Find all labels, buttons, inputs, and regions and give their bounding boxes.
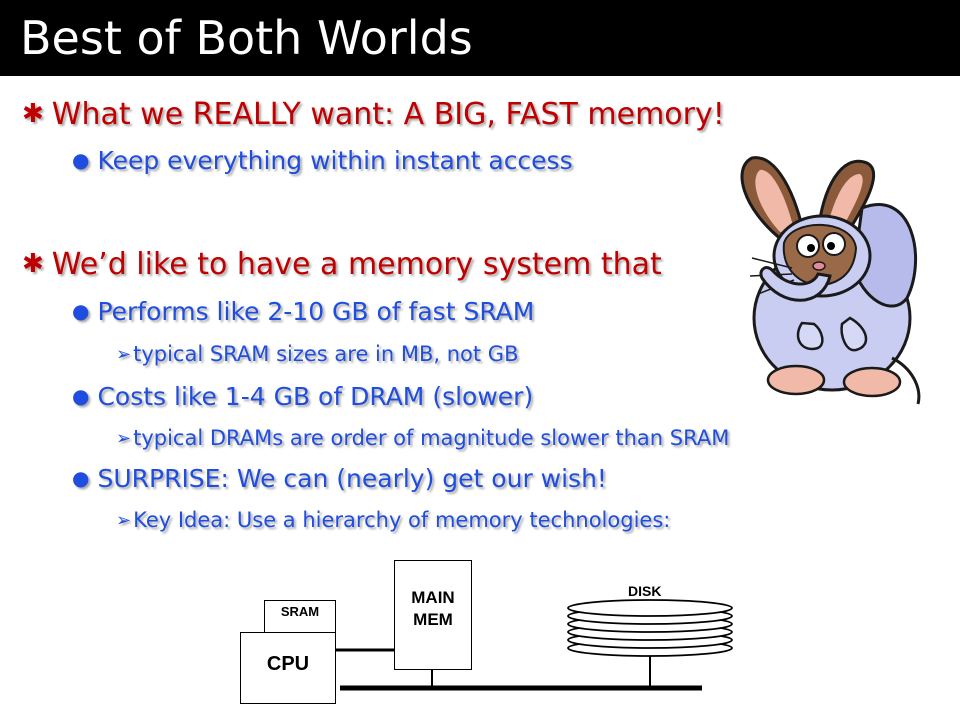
bullet-text: Performs like 2-10 GB of fast SRAM (97, 297, 535, 326)
bullet-3: ✱We’d like to have a memory system that (22, 246, 662, 283)
bullet-text: Key Idea: Use a hierarchy of memory tech… (133, 508, 671, 532)
cpu-box: CPU (240, 632, 336, 704)
arrow-bullet-icon: ➢ (116, 510, 132, 531)
bullet-4: ● Performs like 2-10 GB of fast SRAM (72, 295, 534, 328)
sram-box: SRAM (264, 600, 336, 634)
asterisk-bullet-icon: ✱ (22, 249, 44, 279)
bullet-2: ● Keep everything within instant access (72, 144, 573, 177)
title-bar (0, 0, 960, 76)
bullet-7: ➢typical DRAMs are order of magnitude sl… (116, 424, 729, 453)
bullet-1: ✱What we REALLY want: A BIG, FAST memory… (22, 96, 725, 133)
cartoon-rabbit-elephant-icon (740, 156, 921, 405)
disk-label: DISK (628, 583, 662, 599)
bullet-5: ➢typical SRAM sizes are in MB, not GB (116, 340, 519, 369)
bullet-text: typical SRAM sizes are in MB, not GB (133, 342, 519, 366)
bullet-8: ● SURPRISE: We can (nearly) get our wish! (72, 462, 607, 495)
bullet-text: typical DRAMs are order of magnitude slo… (133, 426, 730, 450)
dot-bullet-icon: ● (72, 466, 90, 490)
main-mem-box: MAIN MEM (394, 560, 472, 670)
bullet-text: We’d like to have a memory system that (51, 247, 662, 282)
bullet-9: ➢Key Idea: Use a hierarchy of memory tec… (116, 506, 670, 535)
sram-label: SRAM (280, 604, 320, 619)
bullet-text: Keep everything within instant access (97, 146, 573, 175)
bullet-6: ● Costs like 1-4 GB of DRAM (slower) (72, 380, 533, 413)
main-mem-label-line1: MAIN (411, 588, 455, 607)
slide-title: Best of Both Worlds (20, 11, 473, 65)
dot-bullet-icon: ● (72, 384, 90, 408)
bullet-text: Costs like 1-4 GB of DRAM (slower) (97, 382, 534, 411)
cpu-label: CPU (266, 653, 310, 675)
dot-bullet-icon: ● (72, 299, 90, 323)
main-mem-label-line2: MEM (413, 610, 453, 629)
arrow-bullet-icon: ➢ (116, 428, 132, 449)
bullet-text: SURPRISE: We can (nearly) get our wish! (97, 464, 607, 493)
arrow-bullet-icon: ➢ (116, 344, 132, 365)
dot-bullet-icon: ● (72, 148, 90, 172)
asterisk-bullet-icon: ✱ (22, 99, 44, 129)
bullet-text: What we REALLY want: A BIG, FAST memory! (51, 97, 725, 132)
